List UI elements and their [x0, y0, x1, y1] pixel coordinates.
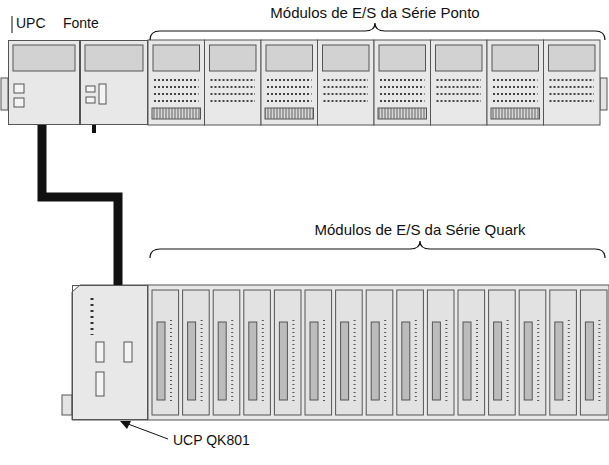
- quark-io-module: [580, 290, 607, 415]
- power-cable-stub: [92, 125, 96, 133]
- rack-end-stub: [62, 395, 72, 415]
- cpu-module-face: [8, 40, 80, 125]
- cpu-port: [96, 342, 104, 362]
- power-terminal: [86, 97, 95, 103]
- power-module: Fonte: [80, 40, 148, 125]
- quark-io-module: [519, 290, 546, 415]
- ponto-io-module: [318, 40, 375, 125]
- cpu-module: UPC: [8, 40, 80, 125]
- upc-tick: [12, 16, 13, 33]
- power-terminal: [86, 86, 95, 92]
- quark-io-module: [336, 290, 363, 415]
- leader-arrowhead: [120, 421, 131, 429]
- ponto-io-module: [487, 40, 544, 125]
- module-label: UCP QK801: [173, 432, 250, 448]
- ponto-io-module: [431, 40, 488, 125]
- quark-io-module: [152, 290, 179, 415]
- quark-io-module: [427, 290, 454, 415]
- quark-io-module: [244, 290, 271, 415]
- cpu-switch: [14, 84, 24, 93]
- cpu-port: [124, 342, 132, 362]
- group-bracket: [150, 23, 605, 40]
- quark-io-module: [305, 290, 332, 415]
- ponto-io-module: [205, 40, 262, 125]
- ponto-io-module: [544, 40, 601, 125]
- quark-io-module: [489, 290, 516, 415]
- ponto-io-modules: [148, 40, 600, 125]
- display-window: [85, 45, 143, 71]
- ponto-io-module: [148, 40, 205, 125]
- quark-io-module: [397, 290, 424, 415]
- rack-end-stub: [1, 78, 8, 110]
- ponto-io-module: [261, 40, 318, 125]
- group-bracket: [150, 241, 605, 258]
- rack-end-stub: [600, 78, 607, 110]
- cpu-qk801: UCP QK801: [72, 285, 148, 420]
- power-switch: [99, 84, 106, 104]
- group-label: Módulos de E/S da Série Ponto: [270, 4, 479, 22]
- quark-io-module: [458, 290, 485, 415]
- cpu-qk801-body: [72, 285, 148, 420]
- quark-rack: [148, 285, 609, 420]
- quark-io-module: [366, 290, 393, 415]
- group-label: Módulos de E/S da Série Quark: [315, 221, 526, 239]
- display-window: [13, 45, 75, 71]
- ponto-io-module: [374, 40, 431, 125]
- cpu-switch: [14, 98, 24, 107]
- power-module-face: [80, 40, 148, 125]
- module-label: Fonte: [63, 15, 99, 31]
- quark-io-module: [274, 290, 301, 415]
- quark-io-module: [183, 290, 210, 415]
- cpu-port: [96, 372, 104, 396]
- led-column: [91, 298, 94, 335]
- cpu-link-cable: [42, 125, 118, 285]
- quark-io-module: [550, 290, 577, 415]
- quark-io-modules: [152, 290, 607, 415]
- module-label: UPC: [16, 15, 46, 31]
- leader-line: [128, 424, 168, 439]
- quark-io-module: [213, 290, 240, 415]
